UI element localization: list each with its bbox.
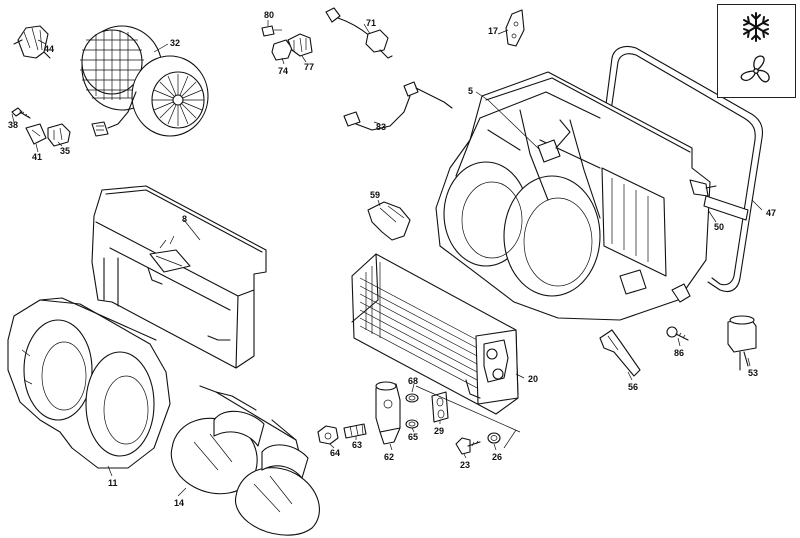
label-80: 80 [264,10,274,20]
part-41-drawing [25,123,47,145]
part-44-drawing [13,25,51,59]
label-26: 26 [492,452,502,462]
legend-icons [740,12,770,83]
label-64: 64 [330,448,340,458]
label-59: 59 [370,190,380,200]
label-14: 14 [174,498,184,508]
part-62-drawing [375,381,401,445]
part-8-drawing [91,185,267,369]
label-17: 17 [488,26,498,36]
label-56: 56 [628,382,638,392]
label-77: 77 [304,62,314,72]
part-47-drawing [603,45,764,293]
part-64-drawing [317,425,339,445]
label-32: 32 [170,38,180,48]
part-5-drawing [435,71,717,321]
fan-icon [740,55,770,83]
label-29: 29 [434,426,444,436]
part-68-drawing [405,393,419,403]
part-29-drawing [431,391,449,423]
part-11-drawing [7,297,171,469]
part-71-drawing [325,7,393,59]
label-47: 47 [766,208,776,218]
label-62: 62 [384,452,394,462]
label-65: 65 [408,432,418,442]
label-63: 63 [352,440,362,450]
label-44: 44 [44,44,54,54]
part-26-drawing [487,432,501,444]
label-5: 5 [468,86,473,96]
label-20: 20 [528,374,538,384]
label-68: 68 [408,376,418,386]
label-11: 11 [108,478,118,488]
label-38: 38 [8,120,18,130]
part-17-drawing [505,9,525,47]
hardware-group-line [415,385,521,449]
part-80-drawing [261,25,282,37]
callout-leaders [11,20,763,497]
label-74: 74 [278,66,288,76]
label-35: 35 [60,146,70,156]
snowflake-icon [743,12,769,42]
part-56-drawing [599,329,641,377]
label-71: 71 [366,18,376,28]
part-63-drawing [343,423,367,439]
part-74-77-drawing [271,33,313,61]
label-53: 53 [748,368,758,378]
part-50-drawing [703,195,749,221]
label-86: 86 [674,348,684,358]
legend-box [717,4,796,98]
label-83: 83 [376,122,386,132]
part-59-drawing [367,201,411,241]
label-8: 8 [182,214,187,224]
part-32-drawing [80,25,209,137]
label-41: 41 [32,152,42,162]
label-23: 23 [460,460,470,470]
part-14-drawing [170,385,320,536]
part-65-drawing [405,419,419,429]
part-53-drawing [727,315,757,371]
part-38-drawing [11,107,31,119]
part-83-drawing [343,81,453,131]
part-23-drawing [455,437,481,455]
part-35-drawing [47,123,71,147]
part-20-drawing [351,253,519,415]
label-50: 50 [714,222,724,232]
part-86-drawing [666,326,689,341]
